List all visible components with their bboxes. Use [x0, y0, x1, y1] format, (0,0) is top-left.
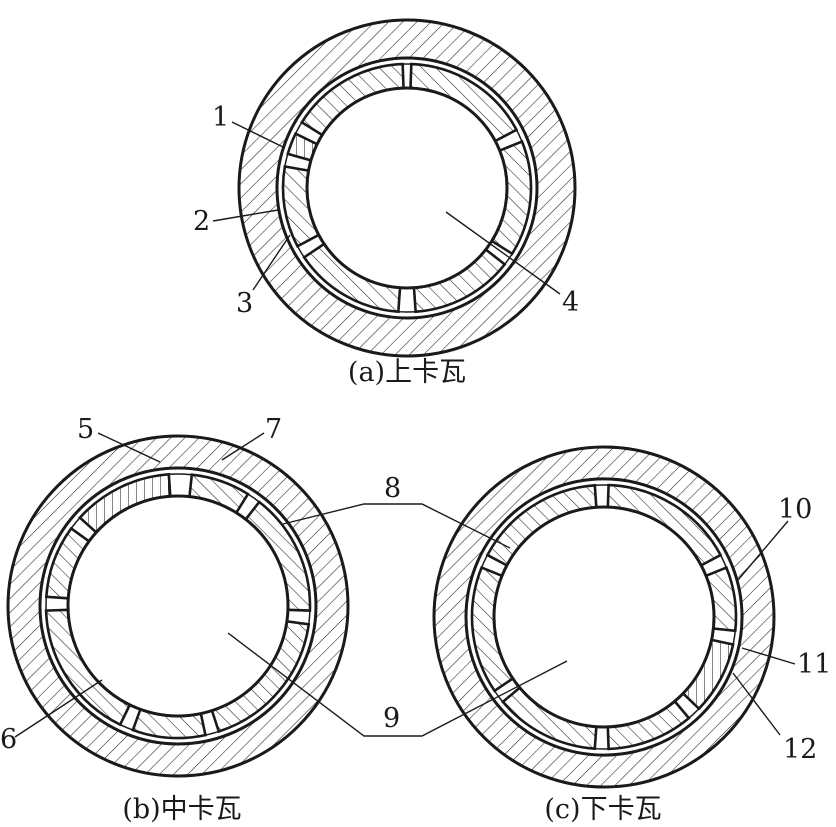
panel-b-outer-housing [6, 434, 350, 778]
label-5: 5 [77, 414, 94, 445]
caption-c: (c)下卡瓦 [544, 794, 661, 825]
leader-4 [445, 211, 561, 295]
leader-2 [212, 209, 279, 222]
panel-a-bore [305, 86, 509, 290]
label-4: 4 [562, 287, 579, 318]
panel-c-bore [492, 505, 716, 729]
leader-10 [737, 520, 789, 581]
label-2: 2 [193, 206, 210, 237]
panel-b-middle-slip [6, 434, 350, 778]
leader-7 [221, 432, 265, 461]
label-10: 10 [778, 494, 812, 525]
leader-9 [227, 632, 568, 737]
label-9: 9 [383, 703, 400, 734]
leader-6 [14, 679, 103, 738]
label-3: 3 [236, 288, 253, 319]
label-12: 12 [783, 734, 817, 765]
caption-b: (b)中卡瓦 [122, 794, 241, 825]
leader-3 [252, 234, 291, 291]
leader-5 [97, 432, 161, 463]
label-1: 1 [212, 102, 229, 133]
leader-12 [732, 672, 781, 736]
panel-a-upper-slip [237, 18, 577, 358]
panel-a-outer-housing [237, 18, 577, 358]
leader-8 [282, 503, 511, 549]
label-7: 7 [265, 414, 282, 445]
leader-lines [14, 121, 796, 738]
label-11: 11 [797, 649, 831, 680]
panel-c-lower-slip [432, 445, 776, 789]
label-8: 8 [384, 473, 401, 504]
leader-1 [231, 121, 286, 149]
caption-a: (a)上卡瓦 [348, 357, 466, 388]
panel-c-outer-housing [432, 445, 776, 789]
label-6: 6 [0, 724, 17, 755]
leader-11 [741, 647, 796, 665]
panel-b-bore [66, 494, 290, 718]
